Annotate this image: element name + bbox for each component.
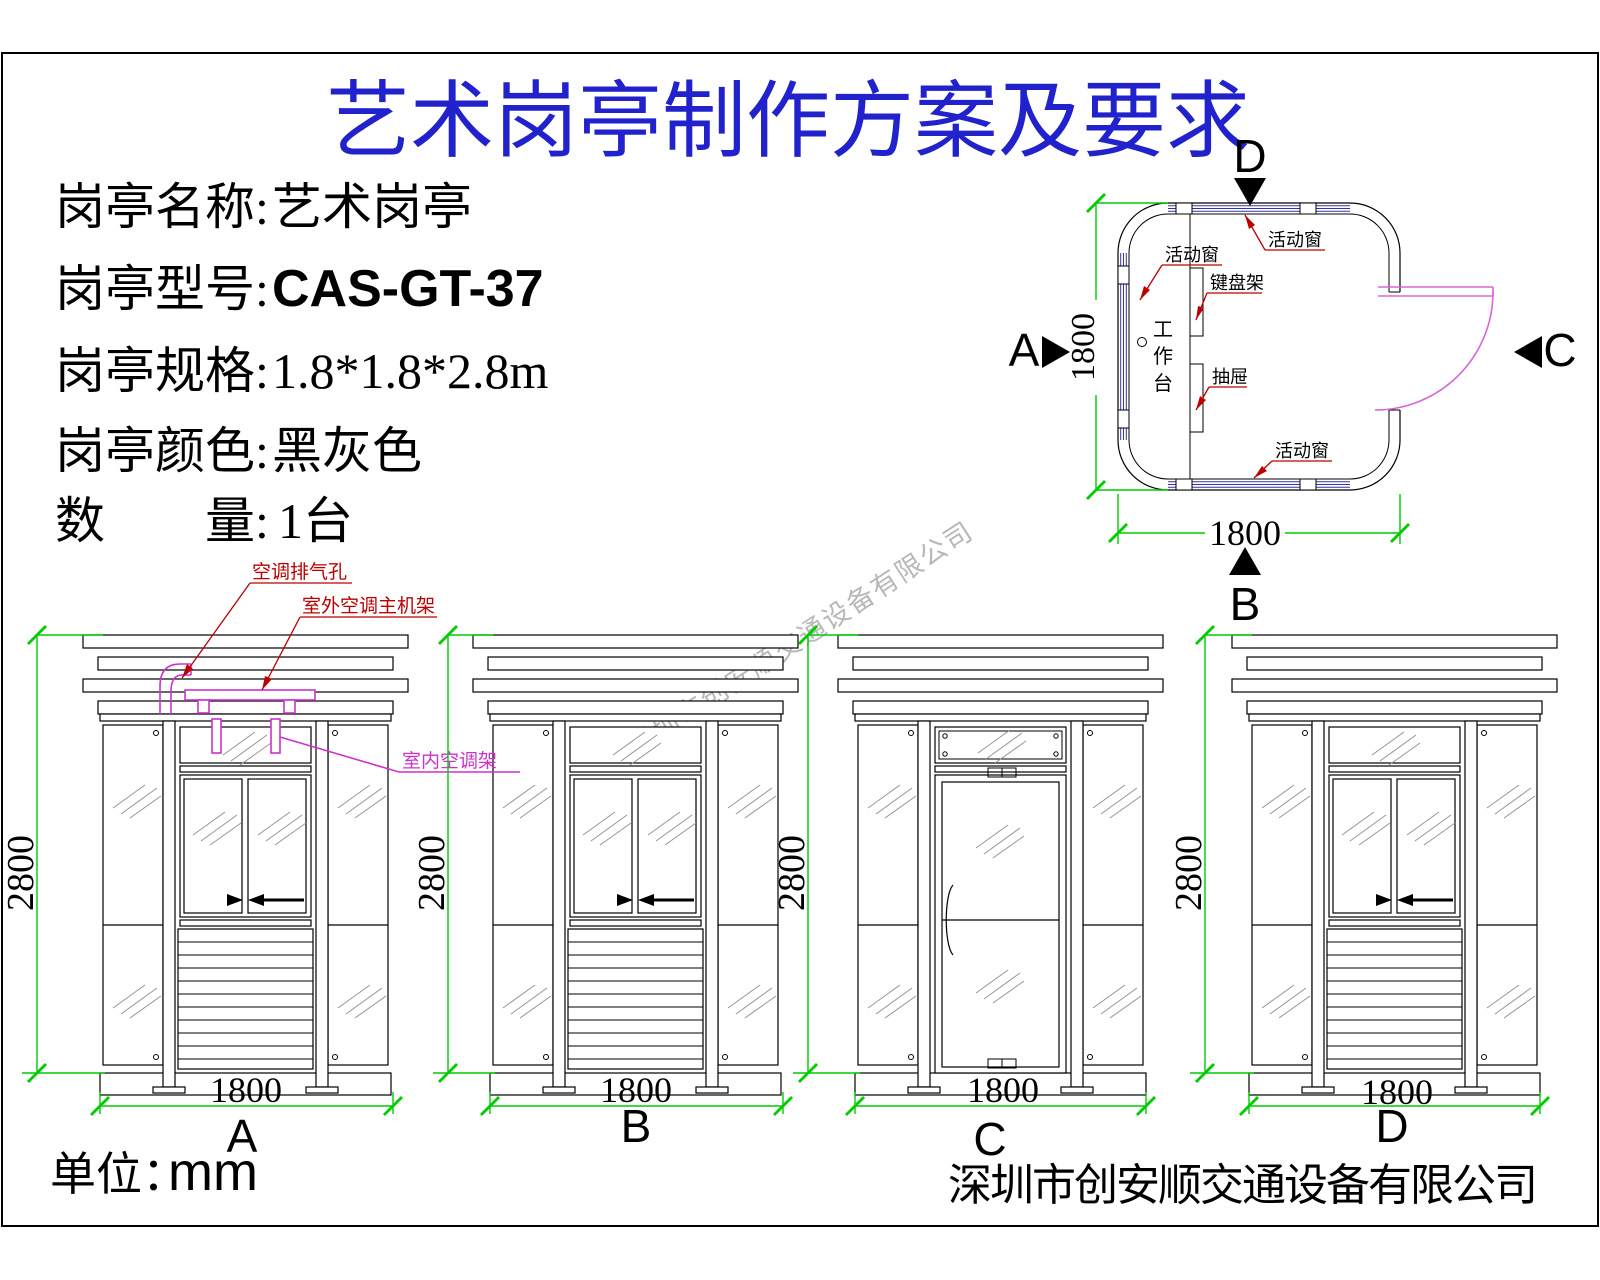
worktable-char-3: 台: [1153, 372, 1173, 395]
label-keyboard-shelf: 键盘架: [1210, 273, 1264, 293]
elev-a-width: 1800: [210, 1070, 282, 1110]
direction-markers: D B A C: [1009, 130, 1577, 630]
label-drawer: 抽屉: [1212, 367, 1248, 387]
ac-indoor-brackets: [211, 718, 281, 754]
elev-c-label: C: [973, 1113, 1006, 1165]
spec-value-color: 黑灰色: [272, 423, 422, 479]
spec-value-model: CAS-GT-37: [272, 260, 544, 318]
page-title: 艺术岗亭制作方案及要求: [326, 76, 1250, 169]
plan-window-mullions: [1117, 202, 1317, 491]
direction-right-arrow-icon: [1514, 336, 1542, 368]
elev-d-label: D: [1375, 1100, 1408, 1152]
plan-wall-outer: [1117, 202, 1401, 491]
plan-dim-width: 1800: [1108, 494, 1410, 553]
label-window-left: 活动窗: [1165, 245, 1219, 265]
elev-b-width: 1800: [600, 1070, 672, 1110]
elev-b-label: B: [621, 1100, 652, 1152]
elevation-a: [83, 635, 408, 1095]
label-ac-indoor-rack: 室内空调架: [402, 750, 497, 772]
spec-label-name: 岗亭名称:: [55, 179, 269, 235]
elev-b-height: 2800: [411, 835, 453, 911]
ac-outdoor-rack: [184, 689, 316, 714]
spec-list: 岗亭名称: 艺术岗亭 岗亭型号: CAS-GT-37 岗亭规格: 1.8*1.8…: [55, 179, 549, 549]
spec-value-size: 1.8*1.8*2.8m: [272, 343, 549, 399]
elevation-d-dims: 2800 1800 D: [1168, 625, 1550, 1152]
elev-d-height: 2800: [1168, 835, 1210, 911]
spec-label-color: 岗亭颜色:: [55, 423, 269, 479]
direction-right: C: [1543, 324, 1576, 376]
door-swing-arc: [1374, 291, 1494, 411]
label-window-top: 活动窗: [1268, 230, 1322, 250]
direction-left: A: [1009, 324, 1040, 376]
direction-top: D: [1233, 130, 1266, 182]
worktable-char-2: 作: [1153, 345, 1173, 368]
label-ac-exhaust: 空调排气孔: [252, 561, 347, 583]
plan-dim-depth: 1800: [1065, 193, 1168, 500]
spec-label-size: 岗亭规格:: [55, 343, 269, 399]
spec-label-qty: 数 量:: [55, 493, 269, 549]
direction-bottom: B: [1230, 578, 1261, 630]
spec-value-qty: 1台: [278, 493, 353, 549]
elev-c-height: 2800: [771, 835, 813, 911]
plan-wall-inner: [1128, 213, 1390, 480]
ac-parts: [159, 663, 316, 754]
door-swing: [1374, 286, 1494, 411]
label-ac-outdoor-rack: 室外空调主机架: [302, 595, 435, 617]
worktable-char-1: 工: [1153, 319, 1173, 341]
worktable-label: 工 作 台: [1153, 319, 1173, 395]
direction-top-arrow-icon: [1234, 178, 1266, 206]
spec-label-model: 岗亭型号:: [55, 261, 269, 317]
direction-left-arrow-icon: [1042, 336, 1070, 368]
elevation-b-dims: 2800 1800 B: [411, 625, 793, 1152]
stool-plan: [1137, 337, 1147, 347]
elev-c-width: 1800: [967, 1070, 1039, 1110]
plan-annotations: 活动窗 活动窗 键盘架 抽屉 活动窗: [1139, 214, 1332, 479]
elev-a-height: 2800: [0, 835, 42, 911]
unit-value: mm: [168, 1142, 258, 1202]
elev-d-width: 1800: [1361, 1072, 1433, 1112]
elevation-c-dims: 2800 1800 C: [771, 625, 1156, 1165]
company-name: 深圳市创安顺交通设备有限公司: [948, 1161, 1536, 1210]
elevation-d: [1232, 635, 1557, 1095]
elevation-b: [473, 635, 798, 1095]
elevation-annotations: 空调排气孔 室外空调主机架 室内空调架: [181, 561, 520, 773]
plan-width-value: 1800: [1209, 513, 1281, 553]
direction-bottom-arrow-icon: [1229, 547, 1261, 575]
elev-a-label: A: [227, 1110, 258, 1162]
keyboard-shelf-plan: [1189, 267, 1204, 337]
spec-value-name: 艺术岗亭: [272, 179, 472, 235]
plan-depth-value: 1800: [1065, 313, 1102, 381]
unit-label: 单位：: [50, 1149, 188, 1200]
label-window-bottom: 活动窗: [1275, 441, 1329, 461]
elevation-a-dims: 2800 1800 A: [0, 625, 403, 1162]
elevation-c: [838, 635, 1163, 1095]
plan-view: 工 作 台 活动窗 活动窗 键盘架 抽屉 活动窗: [1009, 130, 1577, 630]
